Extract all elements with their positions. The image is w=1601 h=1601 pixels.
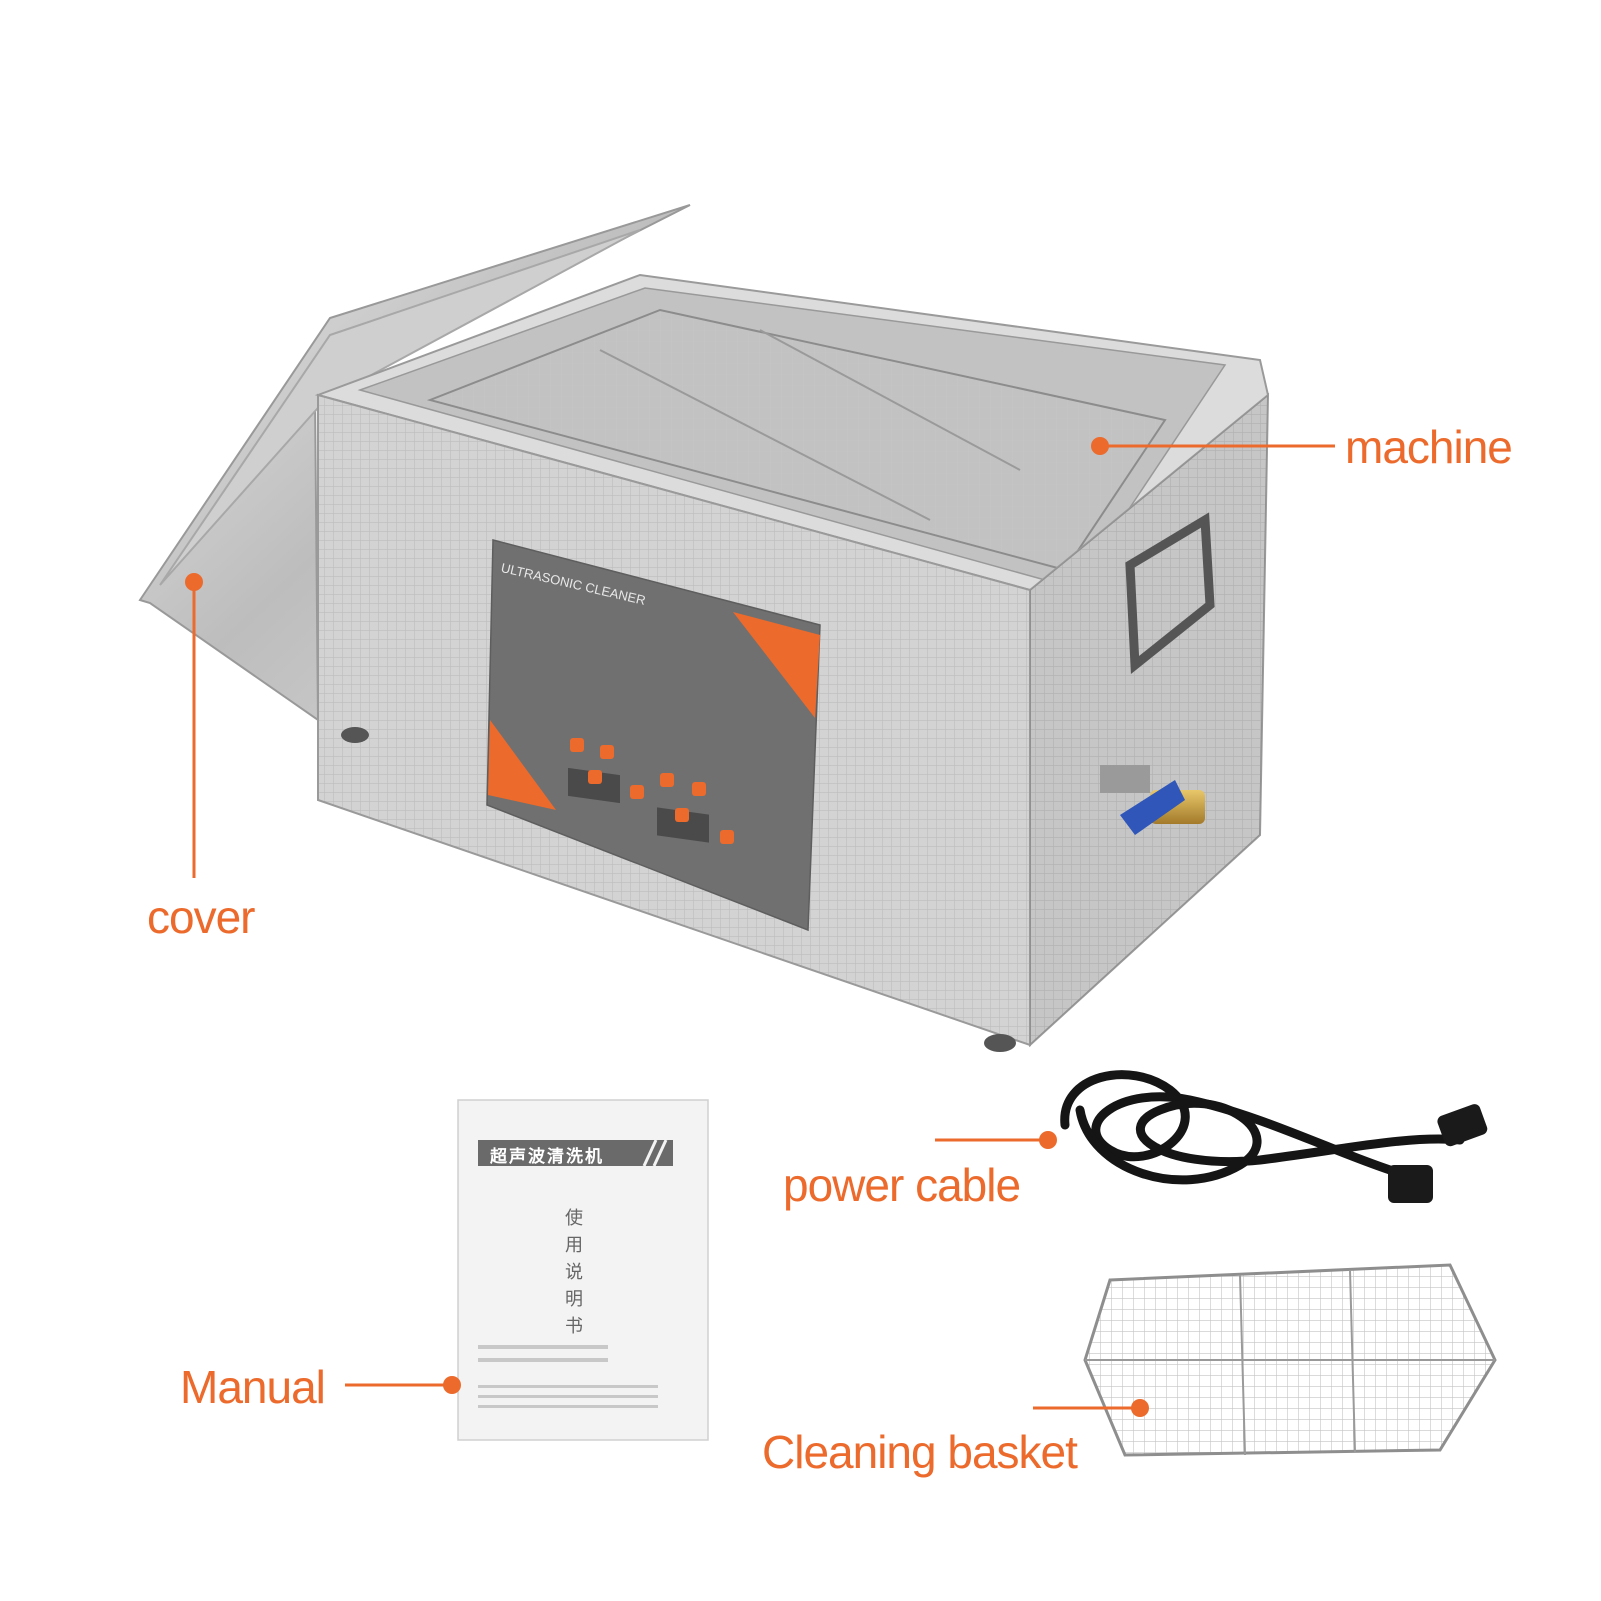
label-power-cable: power cable xyxy=(783,1159,1021,1211)
manual-booklet xyxy=(457,1099,709,1441)
callout-leaders xyxy=(185,437,1335,1417)
label-machine: machine xyxy=(1345,421,1513,473)
label-manual: Manual xyxy=(180,1361,326,1413)
label-cover: cover xyxy=(147,891,255,943)
power-cable xyxy=(1060,1070,1488,1203)
manual-header: 超声波清洗机 xyxy=(490,1147,604,1167)
label-cleaning-basket: Cleaning basket xyxy=(762,1426,1078,1478)
drain-valve xyxy=(1100,765,1205,835)
control-panel xyxy=(486,539,821,932)
manual-subtitle: 使用说明书 xyxy=(565,1208,583,1337)
cover-lid xyxy=(138,204,691,722)
cleaning-basket xyxy=(1083,1263,1497,1457)
